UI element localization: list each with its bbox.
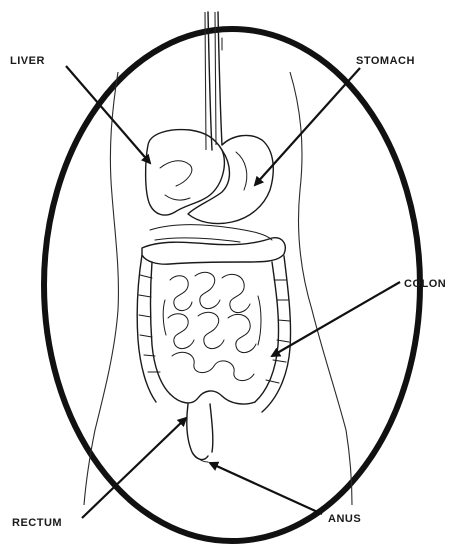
anus-pointer	[210, 463, 322, 514]
torso-outline	[84, 12, 352, 505]
rectum-organ	[170, 391, 255, 460]
ascending-colon	[137, 255, 170, 402]
stomach-label: STOMACH	[356, 55, 415, 67]
colon-pointer	[272, 282, 400, 356]
small-intestine	[163, 272, 261, 380]
liver-label: LIVER	[10, 55, 45, 67]
anus-label: ANUS	[328, 513, 361, 525]
stomach-pointer	[255, 68, 360, 185]
transverse-colon	[142, 238, 285, 264]
colon-label: COLON	[404, 278, 446, 290]
rectum-label: RECTUM	[12, 517, 62, 529]
liver-organ	[146, 130, 225, 216]
liver-pointer	[66, 66, 150, 163]
